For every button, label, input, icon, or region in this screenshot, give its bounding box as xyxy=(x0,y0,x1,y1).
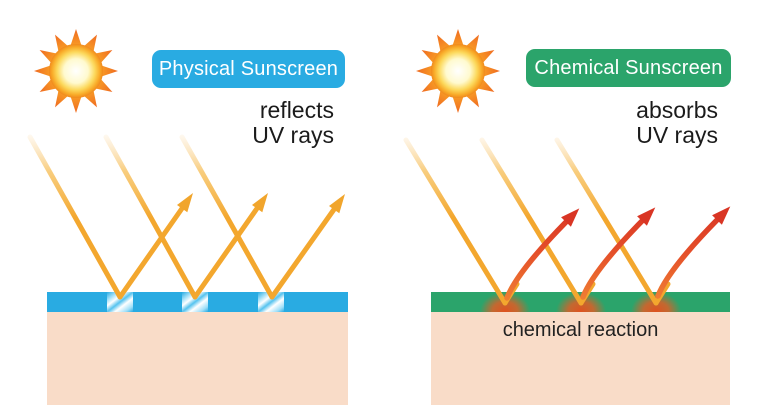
physical-panel-graphics xyxy=(27,134,348,405)
physical-sunscreen-badge-label: Physical Sunscreen xyxy=(158,57,339,80)
reflective-particles xyxy=(107,292,284,312)
physical-effect-text: reflects UV rays xyxy=(150,98,334,148)
sun-icon xyxy=(34,29,118,113)
physical-sunscreen-badge: Physical Sunscreen xyxy=(152,50,345,88)
physical-effect-line2: UV rays xyxy=(252,122,334,148)
absorbed-ray-arrowheads xyxy=(561,206,731,227)
chemical-sunscreen-badge-label: Chemical Sunscreen xyxy=(534,56,723,79)
chemical-effect-line2: UV rays xyxy=(636,122,718,148)
chemical-panel-graphics xyxy=(403,137,731,405)
uv-rays-incident-right xyxy=(403,137,659,306)
uv-rays-reflected xyxy=(117,204,338,300)
chemical-effect-line1: absorbs xyxy=(636,97,718,123)
uv-rays-incident-left xyxy=(27,134,275,300)
chemical-sunscreen-badge: Chemical Sunscreen xyxy=(526,49,731,87)
physical-effect-line1: reflects xyxy=(259,97,334,123)
skin-layer-chemical xyxy=(431,312,730,405)
reflected-ray-arrowheads xyxy=(177,193,345,214)
sun-icon xyxy=(416,29,500,113)
absorbed-rays xyxy=(504,217,720,301)
skin-layer-physical xyxy=(47,312,348,405)
chemical-reaction-caption: chemical reaction xyxy=(502,319,659,341)
chemical-effect-text: absorbs UV rays xyxy=(534,98,718,148)
